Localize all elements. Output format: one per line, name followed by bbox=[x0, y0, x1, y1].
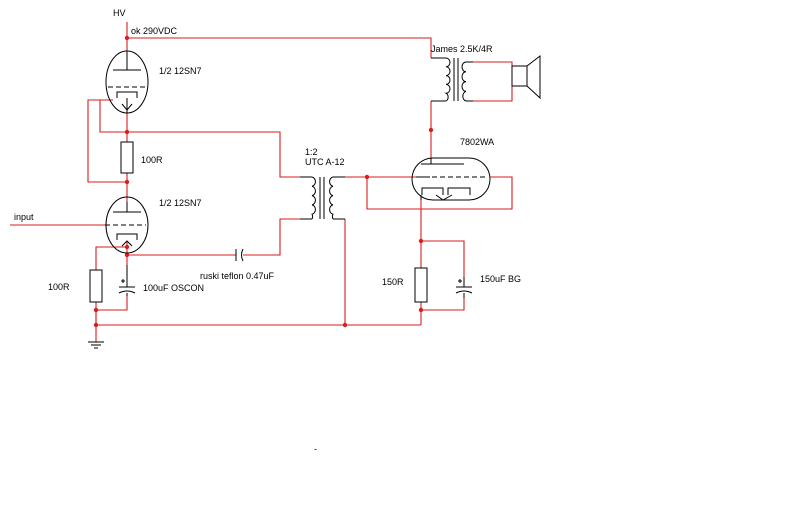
wires bbox=[10, 22, 513, 342]
output-tube bbox=[411, 157, 491, 201]
label-cap-output-cathode: 150uF BG bbox=[480, 274, 521, 284]
label-resistor-mid: 100R bbox=[141, 155, 163, 165]
output-transformer bbox=[431, 57, 473, 102]
label-hv: HV bbox=[113, 8, 126, 18]
ground-icon bbox=[88, 341, 104, 349]
label-coupling-cap: ruski teflon 0.47uF bbox=[200, 271, 275, 281]
cap-output-cathode bbox=[455, 277, 473, 298]
label-resistor-output-cathode: 150R bbox=[382, 277, 404, 287]
cap-cathode bbox=[118, 265, 136, 296]
junctions bbox=[93, 35, 434, 328]
interstage-transformer bbox=[300, 176, 345, 220]
resistor-output-cathode bbox=[414, 267, 428, 303]
label-output-tube: 7802WA bbox=[460, 137, 494, 147]
resistor-cathode bbox=[89, 269, 103, 303]
triode-lower bbox=[105, 196, 149, 254]
label-tube-top: 1/2 12SN7 bbox=[159, 66, 202, 76]
triode-upper bbox=[105, 50, 149, 114]
speaker-icon bbox=[511, 54, 541, 100]
coupling-cap bbox=[235, 248, 244, 262]
stray-mark: - bbox=[314, 444, 317, 454]
label-output-transformer: James 2.5K/4R bbox=[431, 44, 493, 54]
label-cap-cathode: 100uF OSCON bbox=[143, 283, 204, 293]
label-interstage: UTC A-12 bbox=[305, 157, 345, 167]
label-voltage: ok 290VDC bbox=[131, 26, 178, 36]
label-ratio: 1:2 bbox=[305, 147, 318, 157]
resistor-mid bbox=[120, 141, 134, 174]
label-resistor-cathode: 100R bbox=[48, 282, 70, 292]
label-tube-bottom: 1/2 12SN7 bbox=[159, 198, 202, 208]
label-input: input bbox=[14, 212, 34, 222]
